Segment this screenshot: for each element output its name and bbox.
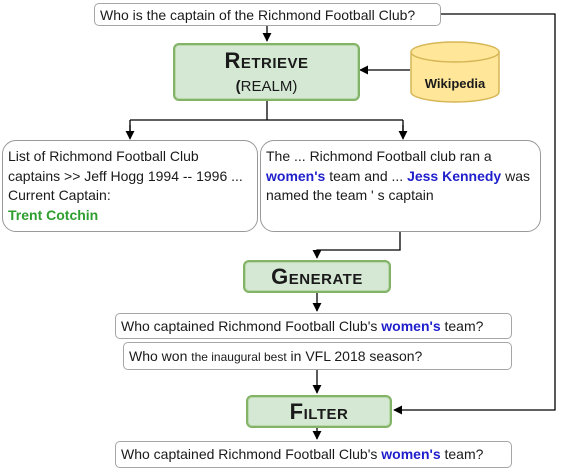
retrieve-paren: ( xyxy=(235,78,241,95)
retrieve-model: REALM) xyxy=(240,78,298,95)
input-question: Who is the captain of the Richmond Footb… xyxy=(94,3,441,26)
doc-right-highlight-womens: women's xyxy=(266,167,326,184)
generate-cap: G xyxy=(271,264,289,289)
retrieve-stage: RETRIEVE (REALM) xyxy=(173,43,360,101)
arrow-doc-to-generate xyxy=(312,231,401,259)
doc-right-highlight-name: Jess Kennedy xyxy=(407,167,502,184)
doc-right-text-2: team and ... xyxy=(325,167,408,184)
retrieved-doc-left: List of Richmond Football Club captains … xyxy=(2,140,258,232)
doc-right-text-1: The ... Richmond Football club ran a xyxy=(266,148,492,164)
gen-q1-highlight: women's xyxy=(381,318,441,334)
gen-q2-small: the inaugural best xyxy=(191,350,287,364)
final-q-highlight: women's xyxy=(381,446,441,462)
generated-question-2: Who won the inaugural best in VFL 2018 s… xyxy=(123,342,512,370)
doc-right-text-3: was named the team ' s captain xyxy=(266,167,531,204)
filter-cap: F xyxy=(289,399,304,424)
doc-left-answer: Trent Cotchin xyxy=(8,206,99,223)
final-question: Who captained Richmond Football Club's w… xyxy=(115,441,512,468)
doc-left-text: List of Richmond Football Club captains … xyxy=(8,148,243,203)
retrieve-cap: R xyxy=(224,48,241,73)
filter-rest: ILTER xyxy=(303,406,349,423)
arrow-question-to-filter-loop xyxy=(393,13,556,415)
arrow-retrieve-to-docs xyxy=(129,101,404,138)
retrieve-rest: ETRIEVE xyxy=(240,55,309,72)
generate-stage: GENERATE xyxy=(243,260,391,293)
wikipedia-label: Wikipedia xyxy=(424,76,486,91)
generated-question-1: Who captained Richmond Football Club's w… xyxy=(115,313,512,339)
filter-stage: FILTER xyxy=(246,395,392,428)
generate-rest: ENERATE xyxy=(288,271,363,288)
retrieved-doc-right: The ... Richmond Football club ran a wom… xyxy=(260,140,541,232)
database-icon xyxy=(410,41,500,103)
